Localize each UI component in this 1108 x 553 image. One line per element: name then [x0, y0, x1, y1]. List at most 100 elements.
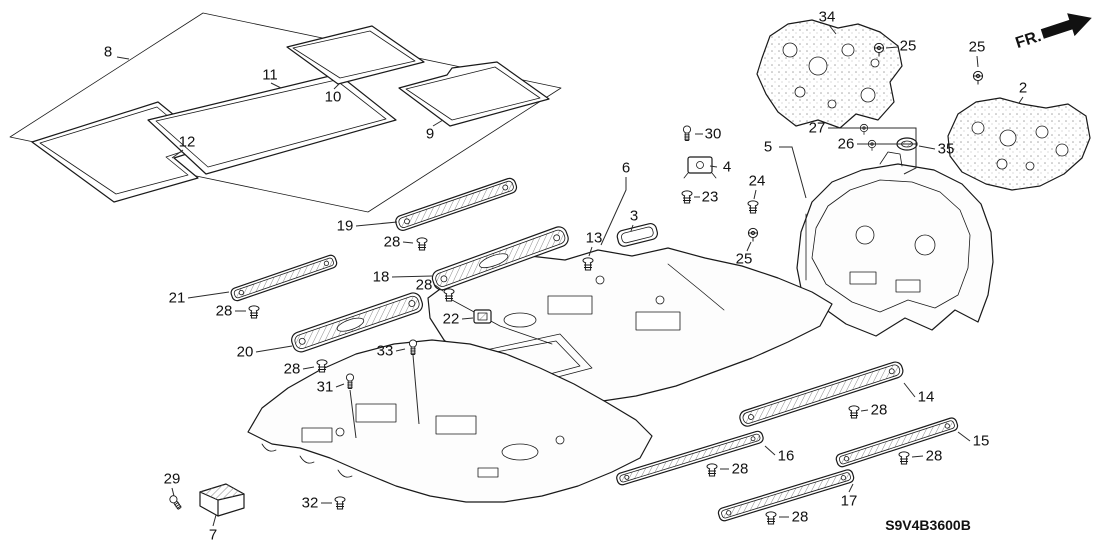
- step-garnish-19: [395, 177, 518, 231]
- callout-25: 25: [900, 38, 917, 55]
- leader-line-7: [212, 514, 217, 527]
- callout-28: 28: [926, 448, 943, 465]
- callout-25: 25: [969, 39, 986, 56]
- leader-line-29: [171, 487, 175, 497]
- callout-13: 13: [586, 230, 603, 247]
- floor-mat-10: [286, 25, 425, 85]
- callout-5: 5: [764, 139, 772, 156]
- screw-25: [972, 70, 984, 85]
- leader-line-6: [600, 177, 627, 246]
- floor-mat-9: [398, 61, 550, 127]
- callout-27: 27: [809, 120, 826, 137]
- clip-28: [848, 405, 860, 419]
- screw-25: [747, 227, 759, 242]
- heel-pad-3: [616, 222, 659, 247]
- leader-line-28: [302, 366, 315, 370]
- callout-21: 21: [169, 290, 186, 307]
- leader-line-5: [779, 146, 807, 199]
- clip-28: [898, 451, 910, 465]
- callout-22: 22: [443, 311, 460, 328]
- callout-26: 26: [838, 136, 855, 153]
- callout-18: 18: [373, 269, 390, 286]
- leader-line-13: [588, 246, 593, 257]
- callout-2: 2: [1019, 80, 1027, 97]
- mat-set-outline: [9, 12, 562, 213]
- leader-line-17: [848, 483, 854, 493]
- fr-arrow-icon: [1040, 13, 1092, 39]
- callout-10: 10: [325, 89, 342, 106]
- step-garnish-14: [739, 361, 904, 427]
- clip-32: [334, 496, 346, 510]
- leader-line-21: [187, 291, 230, 299]
- callout-25: 25: [736, 251, 753, 268]
- leader-line-34: [828, 24, 837, 35]
- callout-9: 9: [426, 126, 434, 143]
- bracket-4: [683, 156, 717, 179]
- callout-29: 29: [164, 471, 181, 488]
- leader-line-25: [746, 241, 752, 252]
- leader-line-22: [461, 317, 474, 320]
- grommet-22: [473, 309, 492, 324]
- callout-28: 28: [284, 361, 301, 378]
- callout-28: 28: [871, 402, 888, 419]
- leader-line-2: [1018, 96, 1024, 104]
- clip-23: [681, 190, 693, 204]
- callout-35: 35: [938, 141, 955, 158]
- leader-line-20: [255, 345, 293, 353]
- leader-line-25: [885, 46, 899, 49]
- fr-direction-arrow: FR.: [1014, 13, 1092, 52]
- dash-insulator: [756, 19, 903, 129]
- clip-28: [765, 511, 777, 525]
- leader-line-11: [270, 82, 282, 89]
- step-garnish-18: [431, 226, 569, 291]
- leader-line-27: [828, 127, 917, 175]
- leader-line-3: [630, 224, 634, 232]
- callout-15: 15: [973, 433, 990, 450]
- leader-line-33: [395, 348, 406, 352]
- callout-28: 28: [416, 277, 433, 294]
- callout-4: 4: [723, 159, 731, 176]
- leader-line-15: [957, 431, 971, 442]
- leader-line-14: [903, 382, 916, 398]
- leader-line-8: [116, 56, 130, 60]
- screw-27: [859, 123, 869, 136]
- leader-line-12: [171, 149, 184, 159]
- callout-3: 3: [630, 208, 638, 225]
- leader-line-4: [709, 165, 718, 168]
- callout-28: 28: [792, 509, 809, 526]
- callout-31: 31: [317, 379, 334, 396]
- callout-14: 14: [918, 389, 935, 406]
- leader-line-18: [391, 275, 433, 278]
- leader-line-28: [434, 284, 444, 292]
- callout-34: 34: [819, 9, 836, 26]
- callout-28: 28: [384, 234, 401, 251]
- leader-line-28: [911, 455, 924, 458]
- leader-line-9: [432, 119, 444, 127]
- leader-line-31: [335, 383, 345, 388]
- leader-line-10: [333, 83, 340, 90]
- callout-32: 32: [302, 495, 319, 512]
- diagram-code: S9V4B3600B: [885, 517, 971, 533]
- step-garnish-16: [616, 430, 764, 486]
- step-garnish-17: [717, 469, 855, 522]
- callout-12: 12: [179, 134, 196, 151]
- leader-line-28: [860, 409, 869, 412]
- callout-24: 24: [749, 173, 766, 190]
- leader-line-28: [402, 241, 414, 244]
- callout-30: 30: [705, 126, 722, 143]
- clip-28: [248, 305, 260, 319]
- step-garnish-20: [291, 292, 424, 353]
- bracket-7: [199, 483, 245, 517]
- step-garnish-21: [230, 254, 338, 302]
- callout-33: 33: [377, 343, 394, 360]
- leader-line-24: [753, 189, 757, 200]
- clip-24: [747, 200, 759, 214]
- leader-line-19: [355, 221, 398, 227]
- callout-8: 8: [104, 44, 112, 61]
- callout-28: 28: [732, 461, 749, 478]
- fr-label: FR.: [1014, 28, 1044, 52]
- bolt-29: [167, 493, 184, 511]
